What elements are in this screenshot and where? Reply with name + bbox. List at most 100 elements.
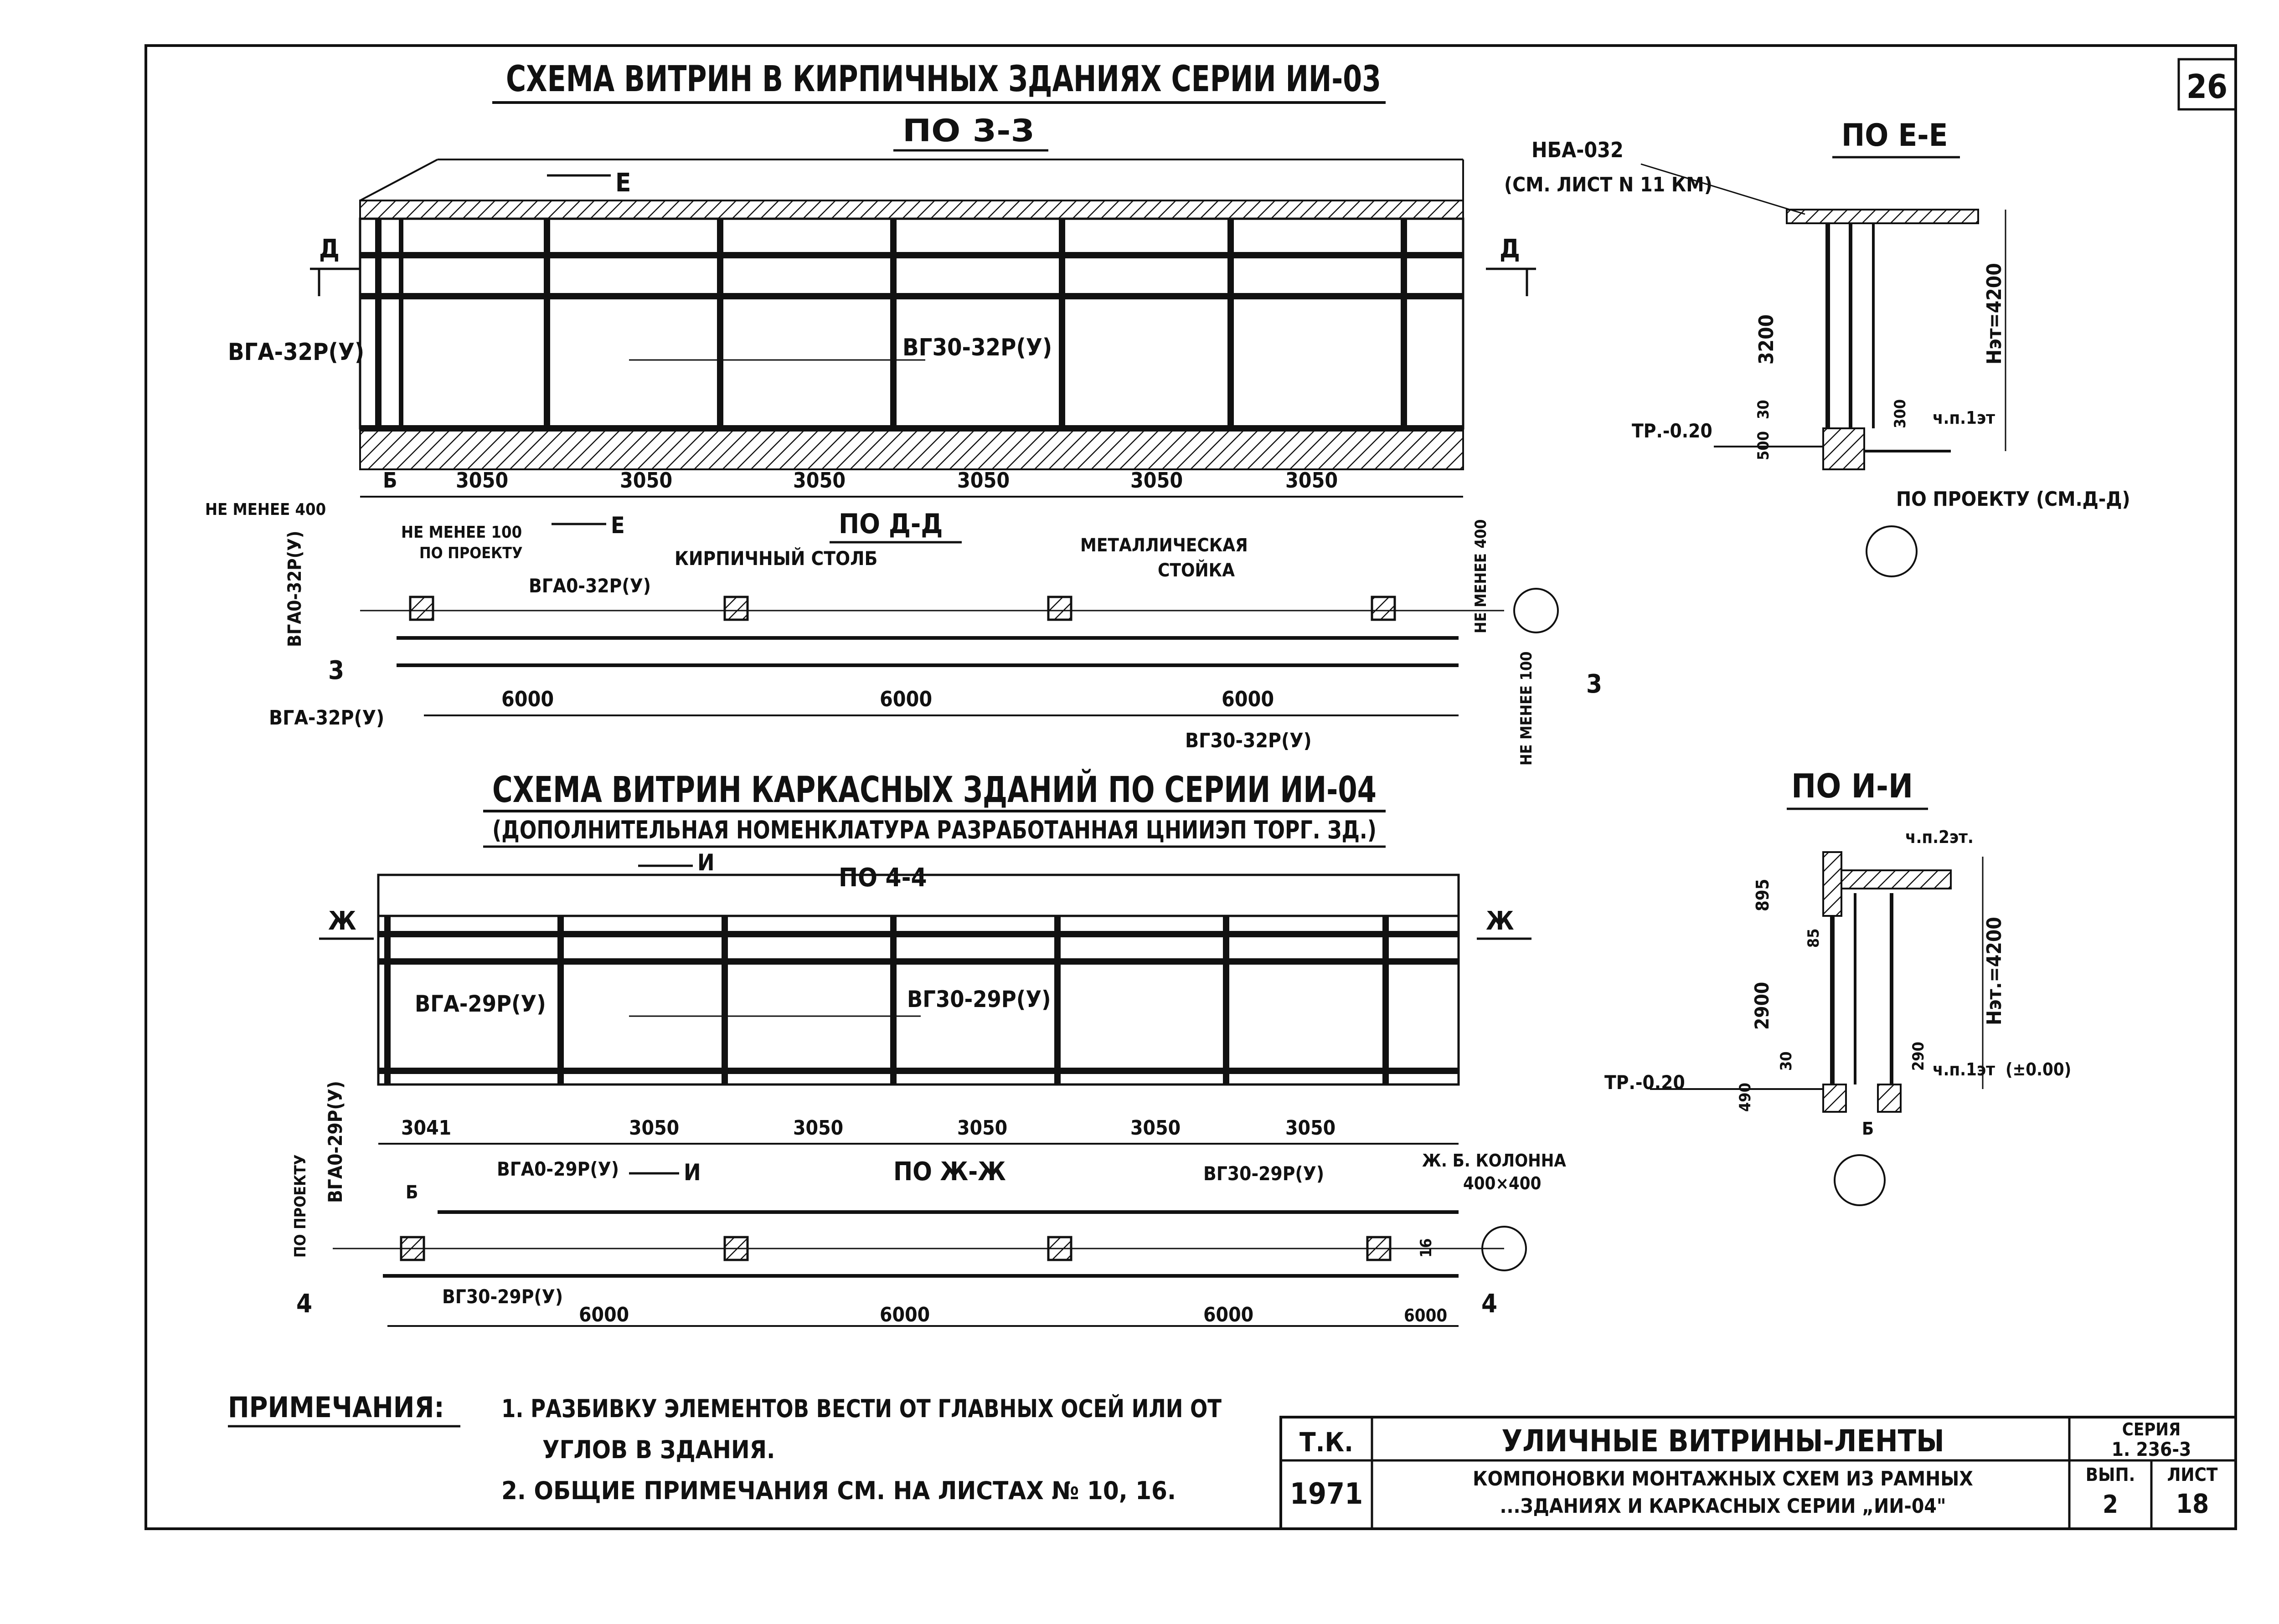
ee-tr: ТР.-0.20 <box>1632 420 1712 442</box>
tb-subtitle-1: КОМПОНОВКИ МОНТАЖНЫХ СХЕМ ИЗ РАМНЫХ <box>1473 1467 1973 1490</box>
plan-not-less-100: НЕ МЕНЕЕ 100 <box>401 523 522 542</box>
zh-bottom-panel: ВГ30-29Р(У) <box>442 1285 563 1308</box>
mid-span-1: 3041 <box>401 1116 451 1140</box>
notes-heading: ПРИМЕЧАНИЯ: <box>228 1391 444 1424</box>
cut-d-left: Д <box>319 234 340 264</box>
plan-brick-post: КИРПИЧНЫЙ СТОЛБ <box>675 547 877 570</box>
elev-mid-section-i: И <box>697 849 715 876</box>
label-i-i: ПО И-И <box>1791 767 1913 805</box>
zh-section-4-left: 4 <box>296 1289 312 1319</box>
zh-span-4: 6000 <box>1404 1305 1447 1326</box>
label-d-d: ПО Д-Д <box>839 508 943 540</box>
ee-floor1: ч.п.1эт <box>1933 408 1995 428</box>
title-block <box>1279 1416 2237 1530</box>
mid-span-3: 3050 <box>793 1116 843 1140</box>
mid-span-6: 3050 <box>1285 1116 1335 1140</box>
ii-hat: Нэт.=4200 <box>1983 917 2006 1025</box>
span-6: 3050 <box>1285 468 1338 493</box>
plan-span-3: 6000 <box>1222 687 1274 711</box>
span-5: 3050 <box>1130 468 1183 493</box>
label-zh-zh: ПО Ж-Ж <box>893 1157 1006 1187</box>
cut-zh-right: Ж <box>1486 906 1514 936</box>
plan-right-vert-100: НЕ МЕНЕЕ 100 <box>1517 652 1536 766</box>
tb-list: 18 <box>2176 1488 2209 1519</box>
ee-h300: 300 <box>1891 399 1909 428</box>
plan-right-vert-400: НЕ МЕНЕЕ 400 <box>1472 519 1490 633</box>
beam-ref: НБА-032 <box>1531 138 1624 162</box>
sheet-number-box <box>2177 58 2237 111</box>
plan-metal-post-1: МЕТАЛЛИЧЕСКАЯ <box>1080 535 1248 556</box>
tb-series: 1. 236-3 <box>2112 1438 2191 1460</box>
note-1: 1. РАЗБИВКУ ЭЛЕМЕНТОВ ВЕСТИ ОТ ГЛАВНЫХ О… <box>501 1394 1222 1423</box>
ee-h500: 500 <box>1754 431 1773 460</box>
plan-bottom-right: ВГ30-32Р(У) <box>1185 729 1312 752</box>
ii-h895: 895 <box>1753 879 1773 911</box>
tb-tk: Т.К. <box>1299 1427 1353 1458</box>
zh-by-project: ПО ПРОЕКТУ <box>291 1154 309 1258</box>
zh-corner-panel: ВГА0-29Р(У) <box>497 1158 619 1180</box>
plan-section-e: Е <box>611 512 625 539</box>
panel-vg30-29: ВГ30-29Р(У) <box>907 986 1051 1012</box>
tb-year: 1971 <box>1290 1477 1363 1511</box>
top-elevation <box>359 159 1464 470</box>
ee-h3200: 3200 <box>1755 314 1778 365</box>
ii-tr: ТР.-0.20 <box>1604 1071 1685 1094</box>
plan-span-1: 6000 <box>501 687 554 711</box>
title-top: СХЕМА ВИТРИН В КИРПИЧНЫХ ЗДАНИЯХ СЕРИИ И… <box>506 59 1381 100</box>
title-mid: СХЕМА ВИТРИН КАРКАСНЫХ ЗДАНИЙ ПО СЕРИИ И… <box>492 769 1377 811</box>
mid-plan <box>333 1210 1527 1278</box>
top-plan <box>360 588 1559 667</box>
mid-span-5: 3050 <box>1130 1116 1181 1140</box>
ii-h30: 30 <box>1777 1051 1795 1071</box>
span-b: Б <box>383 468 397 493</box>
cut-d-right: Д <box>1500 234 1520 264</box>
cut-zh-left: Ж <box>328 906 356 936</box>
span-4: 3050 <box>957 468 1010 493</box>
ii-h2900: 2900 <box>1751 982 1773 1030</box>
zh-section-4-right: 4 <box>1481 1289 1497 1319</box>
note-2: 2. ОБЩИЕ ПРИМЕЧАНИЯ СМ. НА ЛИСТАХ № 10, … <box>501 1476 1176 1505</box>
plan-by-project: ПО ПРОЕКТУ <box>419 544 523 562</box>
zh-right-panel: ВГ30-29Р(У) <box>1203 1162 1324 1185</box>
sheet-number: 26 <box>2186 67 2227 106</box>
mid-span-2: 3050 <box>629 1116 679 1140</box>
tb-title: УЛИЧНЫЕ ВИТРИНЫ-ЛЕНТЫ <box>1501 1424 1944 1459</box>
ii-zero: (±0.00) <box>2006 1059 2071 1079</box>
ii-b: Б <box>1862 1119 1874 1139</box>
label-e-e: ПО Е-Е <box>1841 118 1948 154</box>
plan-corner-panel: ВГА0-32Р(У) <box>529 575 651 597</box>
subtitle-mid: (ДОПОЛНИТЕЛЬНАЯ НОМЕНКЛАТУРА РАЗРАБОТАНН… <box>492 816 1377 844</box>
note-1b: УГЛОВ В ЗДАНИЯ. <box>542 1435 775 1464</box>
zh-section-i: И <box>684 1159 701 1186</box>
zh-span-3: 6000 <box>1203 1303 1253 1326</box>
span-3: 3050 <box>793 468 846 493</box>
panel-vg30-32-center: ВГ30-32Р(У) <box>902 334 1052 361</box>
zh-column-2: 400×400 <box>1463 1173 1541 1193</box>
tb-series-label: СЕРИЯ <box>2122 1419 2181 1439</box>
ee-hat: Нэт=4200 <box>1983 263 2006 365</box>
elev-top-section-e: Е <box>615 168 631 198</box>
plan-metal-post-2: СТОЙКА <box>1158 559 1235 581</box>
label-4-4: ПО 4-4 <box>839 863 927 893</box>
plan-not-less-400: НЕ МЕНЕЕ 400 <box>205 500 326 519</box>
tb-subtitle-2: ...ЗДАНИЯХ И КАРКАСНЫХ СЕРИИ „ИИ-04" <box>1500 1495 1946 1518</box>
section-ee <box>1714 209 2006 577</box>
zh-b: Б <box>406 1182 418 1203</box>
zh-column-1: Ж. Б. КОЛОННА <box>1422 1151 1566 1171</box>
mid-span-4: 3050 <box>957 1116 1007 1140</box>
beam-ref-note: (СМ. ЛИСТ N 11 КМ) <box>1504 173 1712 196</box>
panel-vga32-left: ВГА-32Р(У) <box>228 339 364 366</box>
tb-vyp-label: ВЫП. <box>2086 1465 2135 1485</box>
tb-list-label: ЛИСТ <box>2167 1465 2218 1485</box>
plan-section-3-right: 3 <box>1586 669 1602 699</box>
ii-h85: 85 <box>1805 928 1823 948</box>
section-ii <box>1650 851 1984 1206</box>
plan-section-3-left: 3 <box>328 656 344 685</box>
span-2: 3050 <box>620 468 672 493</box>
sheet-frame <box>144 44 2237 1530</box>
ii-floor1: ч.п.1эт <box>1933 1059 1995 1079</box>
plan-vert-left: ВГА0-32Р(У) <box>284 531 305 647</box>
ee-h30: 30 <box>1754 400 1773 419</box>
ii-h290: 290 <box>1909 1042 1928 1071</box>
span-1: 3050 <box>456 468 508 493</box>
